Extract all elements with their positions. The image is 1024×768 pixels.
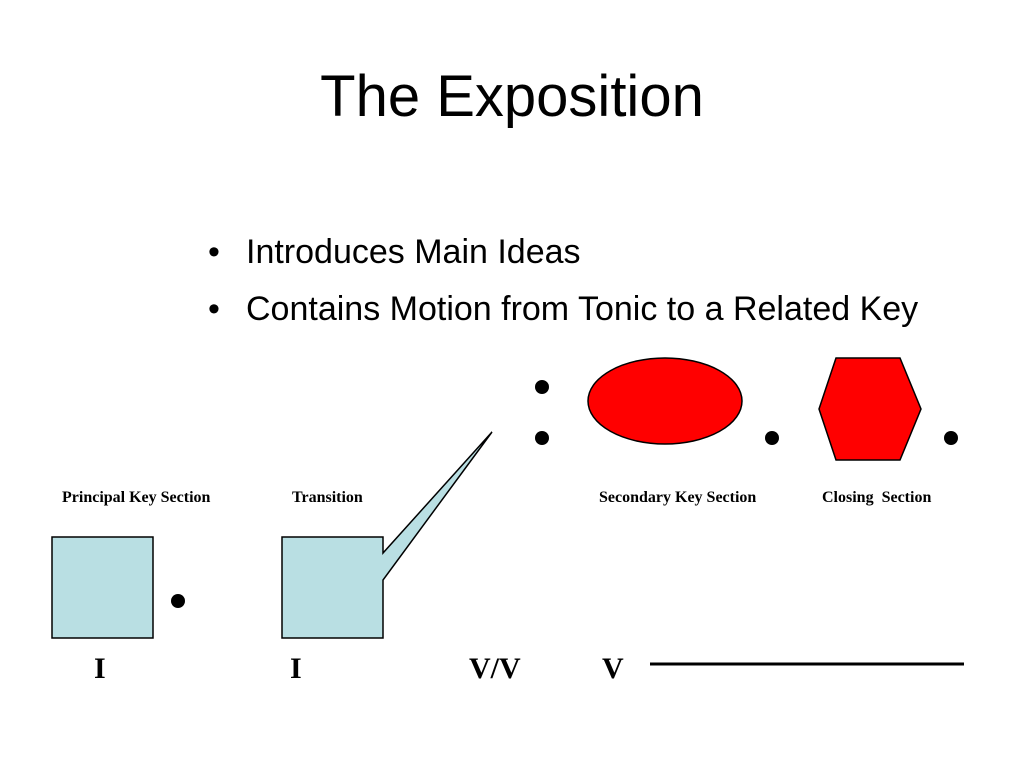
- secondary-key-section-label: Secondary Key Section: [599, 489, 756, 506]
- transition-label: Transition: [292, 489, 363, 506]
- closing-hexagon: [818, 357, 922, 461]
- secondary-key-oval: [587, 357, 743, 445]
- key-label-i-transition: I: [290, 652, 302, 685]
- transition-callout: [281, 431, 493, 639]
- colon-dot-top: [535, 380, 549, 394]
- bullet-list: Introduces Main Ideas Contains Motion fr…: [208, 230, 988, 344]
- colon-dot-bottom: [535, 431, 549, 445]
- dot-after-closing: [944, 431, 958, 445]
- principal-key-section-label: Principal Key Section: [62, 489, 211, 506]
- principal-key-square: [51, 536, 154, 639]
- slide-title: The Exposition: [320, 64, 704, 129]
- key-label-v: V: [602, 652, 624, 685]
- bullet-item: Contains Motion from Tonic to a Related …: [208, 287, 988, 332]
- closing-section-label: Closing Section: [822, 489, 931, 506]
- bullet-item: Introduces Main Ideas: [208, 230, 988, 275]
- dot-after-principal: [171, 594, 185, 608]
- key-label-i-principal: I: [94, 652, 106, 685]
- dot-after-secondary: [765, 431, 779, 445]
- key-label-v-of-v: V/V: [469, 652, 521, 685]
